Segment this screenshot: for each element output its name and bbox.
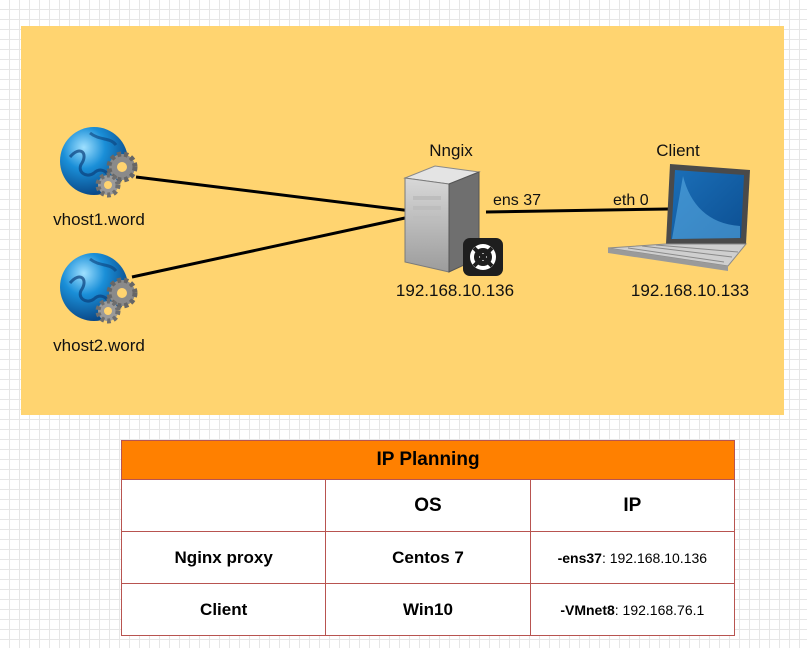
header-os: OS — [325, 479, 531, 532]
link-vhost1-nginx — [135, 175, 429, 215]
ip-planning-table: IP Planning OS IP Nginx proxy Centos 7 -… — [120, 440, 736, 636]
header-empty-cell — [120, 479, 327, 532]
link-nginx-client — [485, 207, 669, 214]
diagram-panel — [21, 26, 784, 415]
header-ip: IP — [529, 479, 736, 532]
row-ip-address: : 192.168.10.136 — [601, 549, 708, 566]
nginx-interface-label: ens 37 — [493, 192, 542, 209]
nginx-title: Nngix — [429, 141, 473, 160]
server-icon — [403, 165, 481, 273]
client-interface-label: eth 0 — [613, 192, 649, 209]
client-title: Client — [656, 141, 700, 160]
nginx-ip: 192.168.10.136 — [395, 281, 515, 300]
table-row: Nginx proxy Centos 7 -ens37: 192.168.10.… — [120, 531, 736, 584]
row-os-cell: Centos 7 — [325, 531, 531, 584]
table-title: IP Planning — [121, 440, 735, 480]
row-os-cell: Win10 — [325, 583, 531, 636]
web-services-icon — [60, 253, 138, 324]
vhost1-label: vhost1.word — [53, 210, 145, 229]
laptop-icon — [607, 164, 750, 271]
row-ip-address: : 192.168.76.1 — [614, 601, 705, 618]
row-interface: -VMnet8 — [560, 601, 615, 618]
link-vhost2-nginx — [131, 211, 429, 279]
vhost2-label: vhost2.word — [53, 336, 145, 355]
client-ip: 192.168.10.133 — [630, 281, 750, 300]
row-name-cell: Nginx proxy — [120, 531, 327, 584]
row-ip-cell: -ens37: 192.168.10.136 — [529, 531, 736, 584]
table-header-row: OS IP — [120, 479, 736, 532]
row-interface: -ens37 — [557, 549, 602, 566]
proxy-badge-icon — [463, 238, 503, 276]
row-name-cell: Client — [120, 583, 327, 636]
row-ip-cell: -VMnet8: 192.168.76.1 — [529, 583, 736, 636]
web-services-icon — [60, 127, 138, 198]
table-row: Client Win10 -VMnet8: 192.168.76.1 — [120, 583, 736, 636]
